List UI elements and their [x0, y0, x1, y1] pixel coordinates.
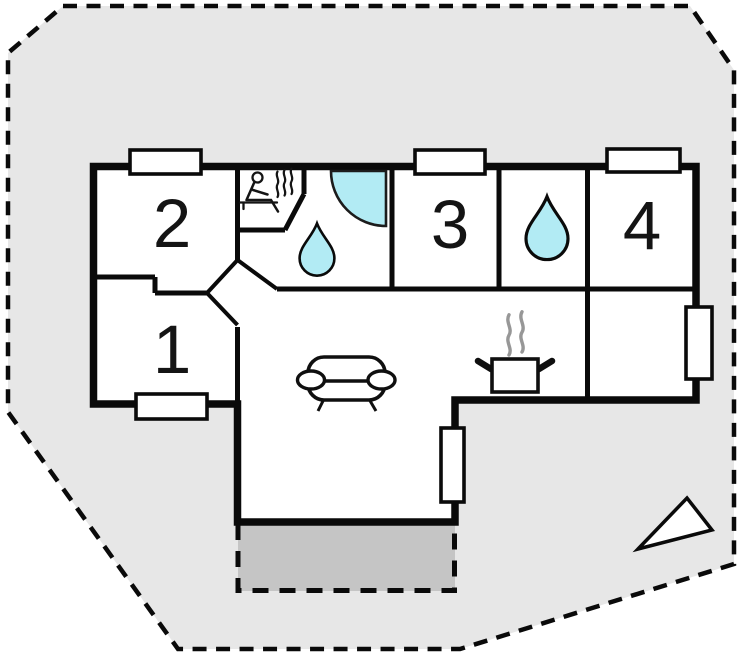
sauna-person-head — [251, 171, 264, 184]
window-icon — [684, 305, 714, 381]
windows — [128, 147, 714, 504]
room-1-label: 1 — [153, 311, 191, 388]
door-openings — [205, 258, 279, 327]
sofa-armrest-right — [366, 369, 397, 391]
room-3-label: 3 — [431, 186, 469, 263]
north-arrow-icon — [632, 495, 716, 553]
window-icon — [128, 148, 203, 176]
terrace — [238, 524, 455, 591]
room-2-label: 2 — [153, 185, 191, 262]
window-icon — [439, 426, 466, 504]
sofa-icon — [295, 355, 397, 412]
sauna-bench — [238, 201, 279, 211]
window-icon — [413, 148, 487, 176]
interior-walls — [93, 164, 694, 402]
window-icon — [605, 147, 682, 174]
pot-body — [490, 357, 540, 394]
window-icon — [134, 392, 209, 421]
sauna-icon — [238, 167, 294, 213]
pot-handles — [474, 357, 556, 373]
terrace-border — [235, 524, 457, 593]
shower-icon — [329, 169, 388, 228]
cooking-pot-icon — [474, 310, 556, 394]
sofa-armrest-left — [295, 369, 327, 391]
room-4-label: 4 — [623, 187, 661, 264]
sauna-person-body — [245, 181, 280, 213]
